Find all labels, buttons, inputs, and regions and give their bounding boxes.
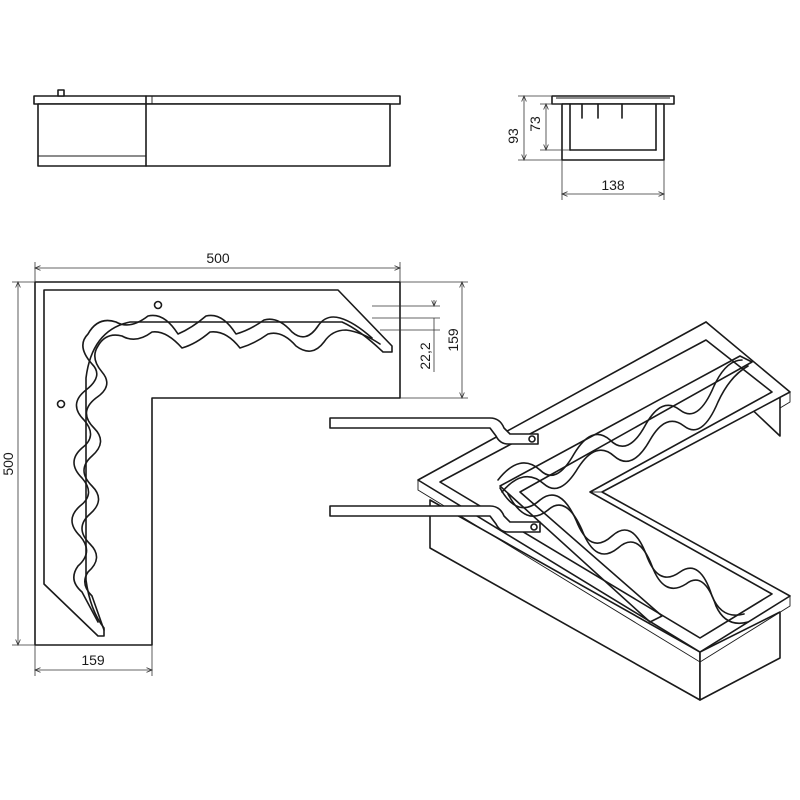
dim-159-right-label: 159 xyxy=(445,328,461,352)
handle-lower xyxy=(329,505,541,533)
vent-hole-top xyxy=(153,300,163,310)
dim-22-2-label: 22,2 xyxy=(417,342,433,369)
front-view xyxy=(33,89,401,167)
dim-500-top-label: 500 xyxy=(206,250,230,266)
handle-lower-pin xyxy=(530,523,538,531)
side-view: 93 73 138 xyxy=(505,96,675,200)
dim-73-label: 73 xyxy=(527,116,543,132)
handle-upper-pin xyxy=(528,435,536,443)
dim-159-bottom-label: 159 xyxy=(81,652,105,668)
dim-500-left-label: 500 xyxy=(0,452,16,476)
plan-view: 500 500 159 159 22,2 xyxy=(0,250,468,676)
isometric-view xyxy=(329,321,791,701)
handle-upper xyxy=(329,417,539,445)
ignition-knob xyxy=(57,89,65,97)
dim-138-label: 138 xyxy=(601,177,625,193)
dim-93-label: 93 xyxy=(505,128,521,144)
vent-hole-left xyxy=(56,399,66,409)
